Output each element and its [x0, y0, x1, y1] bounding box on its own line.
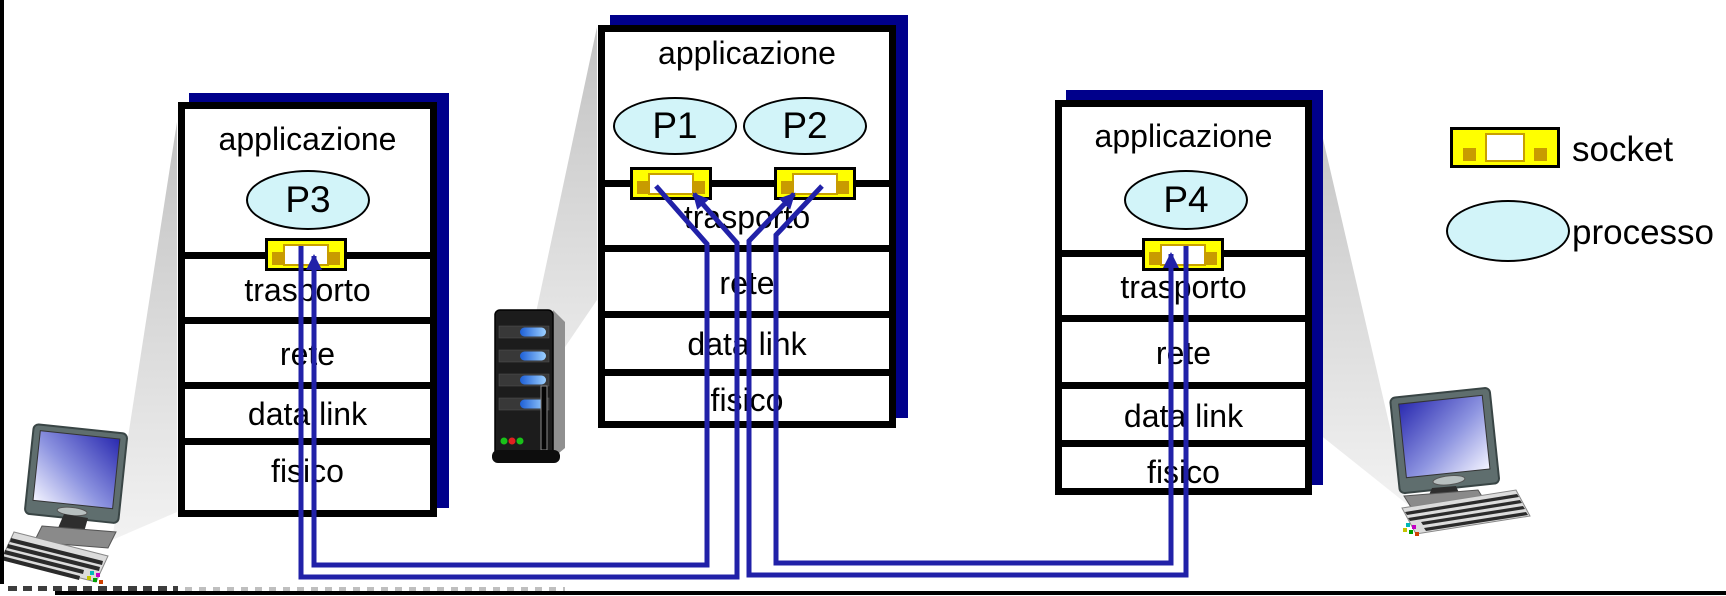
connection-p4-to-p2: [746, 192, 1189, 578]
process-ellipse-p2: P2: [743, 97, 867, 155]
layer-label-applicazione: applicazione: [1094, 118, 1273, 154]
socket-icon: [1450, 127, 1560, 168]
layer-divider: [185, 382, 430, 389]
clipped-footer-text: [8, 586, 178, 591]
layer-label-datalink: data link: [247, 396, 368, 432]
process-ellipse: [1446, 200, 1570, 262]
layer-label-trasporto: trasporto: [244, 272, 371, 308]
layer-label-applicazione: applicazione: [218, 121, 397, 157]
layer-divider: [185, 438, 430, 445]
socket-pin: [272, 252, 285, 265]
connection-p2-to-p4: [773, 184, 1179, 566]
socket-icon-p1: [630, 167, 712, 200]
socket-pin: [637, 181, 650, 194]
slide-bottom-border: [55, 591, 1726, 595]
process-label: P1: [652, 105, 698, 146]
socket-pin: [836, 181, 849, 194]
legend-socket-label: socket: [1572, 130, 1674, 169]
socket-pin: [1204, 252, 1217, 265]
socket-pin: [1534, 148, 1547, 161]
layer-divider: [605, 180, 889, 187]
desktop-computer-icon: [1, 423, 128, 584]
process-ellipse-p4: P4: [1124, 170, 1248, 230]
layer-divider: [185, 317, 430, 324]
socket-pin: [781, 181, 794, 194]
process-label: P4: [1163, 179, 1209, 220]
beam-right: [1314, 100, 1408, 505]
slide-left-border: [0, 0, 4, 584]
connection-p1-to-p3: [306, 184, 710, 568]
process-ellipse-p3: P3: [246, 170, 370, 230]
server-tower-icon: [492, 309, 565, 463]
clipped-footer-text: [185, 587, 565, 591]
process-ellipse-p1: P1: [613, 97, 737, 155]
socket-pin: [327, 252, 340, 265]
layer-label-rete: rete: [1155, 335, 1212, 371]
beam-left: [112, 122, 177, 540]
layer-label-rete: rete: [279, 336, 336, 372]
socket-pin: [692, 181, 705, 194]
socket-port: [1485, 133, 1525, 162]
legend-process-label: processo: [1572, 213, 1715, 252]
process-label: P3: [285, 179, 331, 220]
layer-label-applicazione: applicazione: [658, 35, 836, 71]
process-label: P2: [782, 105, 828, 146]
desktop-computer-icon: [1389, 387, 1531, 536]
socket-pin: [1149, 252, 1162, 265]
connection-p3-to-p1: [298, 192, 740, 580]
socket-pin: [1463, 148, 1476, 161]
layer-label-fisico: fisico: [271, 453, 344, 489]
socket-icon-p4: [1142, 238, 1224, 271]
